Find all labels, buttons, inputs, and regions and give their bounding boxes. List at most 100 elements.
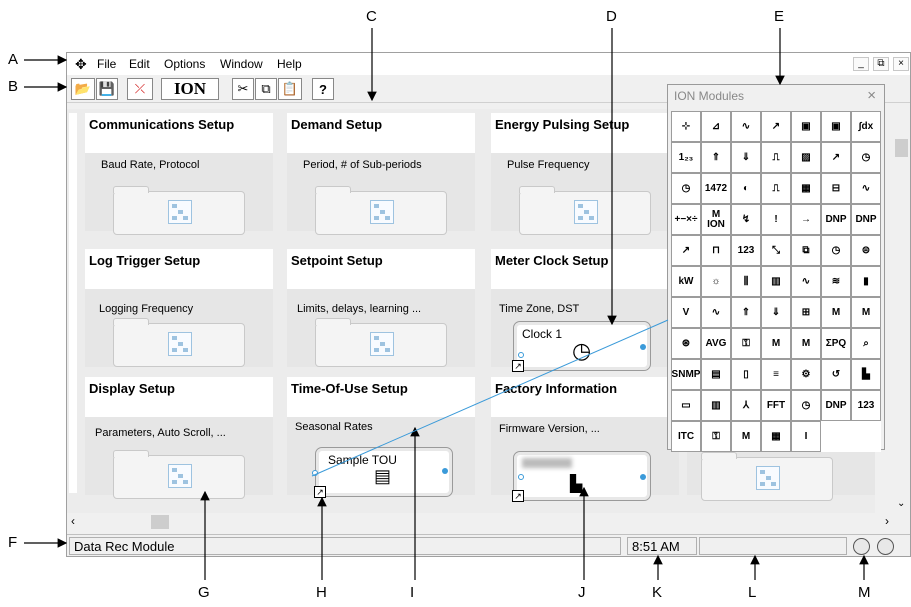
- folder-icon[interactable]: [315, 186, 447, 235]
- module-palette-icon[interactable]: ⌕: [851, 328, 881, 359]
- scroll-left-icon[interactable]: ‹: [71, 514, 75, 528]
- module-palette-icon[interactable]: V: [671, 297, 701, 328]
- factory-module[interactable]: ▙ ↗: [512, 451, 651, 502]
- card-energy-pulsing-setup[interactable]: Energy Pulsing Setup Pulse Frequency: [491, 113, 679, 235]
- module-palette-icon[interactable]: ◷: [671, 173, 701, 204]
- scroll-thumb[interactable]: [151, 515, 169, 529]
- module-palette-icon[interactable]: ▣: [791, 111, 821, 142]
- module-palette-icon[interactable]: ⇓: [761, 297, 791, 328]
- card-time-of-use-setup[interactable]: Time-Of-Use Setup Seasonal Rates Sample …: [287, 377, 475, 498]
- module-palette-icon[interactable]: M: [821, 297, 851, 328]
- module-palette-icon[interactable]: ⊜: [851, 235, 881, 266]
- module-palette-icon[interactable]: ⇓: [731, 142, 761, 173]
- module-palette-icon[interactable]: M: [761, 328, 791, 359]
- clock-module[interactable]: Clock 1 ◷ ↗: [512, 321, 651, 372]
- module-palette-icon[interactable]: ⊛: [671, 328, 701, 359]
- output-dot[interactable]: [640, 344, 646, 350]
- module-palette-icon[interactable]: M: [731, 421, 761, 452]
- disconnect-icon[interactable]: ⤫: [127, 78, 153, 100]
- module-palette-icon[interactable]: ≡: [761, 359, 791, 390]
- ion-logo-button[interactable]: ION: [161, 78, 219, 100]
- module-palette-icon[interactable]: ⚙: [791, 359, 821, 390]
- module-palette-icon[interactable]: →: [791, 204, 821, 235]
- module-palette-icon[interactable]: ⧉: [791, 235, 821, 266]
- module-palette-icon[interactable]: ◐: [731, 173, 761, 204]
- folder-icon[interactable]: [315, 318, 447, 367]
- module-palette-icon[interactable]: 123: [731, 235, 761, 266]
- module-palette-icon[interactable]: ◷: [851, 142, 881, 173]
- restore-button[interactable]: ⧉: [873, 57, 889, 71]
- module-palette-icon[interactable]: ▨: [791, 142, 821, 173]
- module-palette-icon[interactable]: ↺: [821, 359, 851, 390]
- menu-help[interactable]: Help: [277, 57, 302, 71]
- module-palette-icon[interactable]: DNP: [821, 204, 851, 235]
- copy-icon[interactable]: ⧉: [255, 78, 277, 100]
- module-palette-icon[interactable]: ▙: [851, 359, 881, 390]
- module-palette-icon[interactable]: ◷: [791, 390, 821, 421]
- module-palette-icon[interactable]: ⅄: [731, 390, 761, 421]
- module-palette-icon[interactable]: ∿: [791, 266, 821, 297]
- module-palette-icon[interactable]: ≋: [821, 266, 851, 297]
- output-dot[interactable]: [640, 474, 646, 480]
- card-communications-setup[interactable]: Communications Setup Baud Rate, Protocol: [85, 113, 273, 235]
- paste-icon[interactable]: 📋: [278, 78, 302, 100]
- module-palette-icon[interactable]: ⤡: [761, 235, 791, 266]
- module-palette-icon[interactable]: ▥: [761, 266, 791, 297]
- module-palette-icon[interactable]: ⇑: [701, 142, 731, 173]
- module-palette-icon[interactable]: 1₂₃: [671, 142, 701, 173]
- module-palette-icon[interactable]: ⇑: [731, 297, 761, 328]
- tou-module[interactable]: Sample TOU ▤ ↗: [312, 447, 453, 498]
- module-palette-icon[interactable]: ▭: [671, 390, 701, 421]
- card-factory-information[interactable]: Factory Information Firmware Version, ..…: [491, 377, 679, 502]
- card-setpoint-setup[interactable]: Setpoint Setup Limits, delays, learning …: [287, 249, 475, 367]
- module-palette-icon[interactable]: ↗: [671, 235, 701, 266]
- module-palette-icon[interactable]: ▥: [701, 390, 731, 421]
- module-palette-icon[interactable]: 1472: [701, 173, 731, 204]
- module-palette-icon[interactable]: ⊹: [671, 111, 701, 142]
- folder-icon[interactable]: [113, 318, 245, 367]
- folder-icon[interactable]: [519, 186, 651, 235]
- module-palette-icon[interactable]: ∿: [731, 111, 761, 142]
- module-palette-icon[interactable]: ▤: [701, 359, 731, 390]
- module-palette-icon[interactable]: ΣPQ: [821, 328, 851, 359]
- module-palette-icon[interactable]: ⎍: [761, 173, 791, 204]
- module-palette-icon[interactable]: I: [791, 421, 821, 452]
- module-palette-icon[interactable]: DNP: [821, 390, 851, 421]
- module-palette-icon[interactable]: ↗: [761, 111, 791, 142]
- card-demand-setup[interactable]: Demand Setup Period, # of Sub-periods: [287, 113, 475, 235]
- module-palette-icon[interactable]: ↯: [731, 204, 761, 235]
- module-palette-icon[interactable]: ▮: [851, 266, 881, 297]
- menu-file[interactable]: File: [97, 57, 117, 71]
- module-palette-icon[interactable]: ⫼: [731, 266, 761, 297]
- module-palette-icon[interactable]: ▣: [821, 111, 851, 142]
- module-palette-icon[interactable]: ⚿: [731, 328, 761, 359]
- module-palette-icon[interactable]: ⎍: [761, 142, 791, 173]
- module-palette-icon[interactable]: ⊿: [701, 111, 731, 142]
- open-folder-icon[interactable]: 📂: [71, 78, 95, 100]
- app-icon[interactable]: ✥: [75, 56, 87, 72]
- module-palette-icon[interactable]: ↗: [821, 142, 851, 173]
- scroll-down-icon[interactable]: ⌄: [897, 498, 906, 509]
- menu-edit[interactable]: Edit: [129, 57, 150, 71]
- module-palette-icon[interactable]: M: [791, 328, 821, 359]
- module-palette-icon[interactable]: ⚿: [701, 421, 731, 452]
- palette-close-icon[interactable]: ×: [867, 87, 876, 104]
- vertical-scrollbar[interactable]: ⌄: [893, 109, 910, 513]
- module-palette-icon[interactable]: 123: [851, 390, 881, 421]
- module-palette-icon[interactable]: +−×÷: [671, 204, 701, 235]
- module-palette-icon[interactable]: ◷: [821, 235, 851, 266]
- module-palette-icon[interactable]: ▯: [731, 359, 761, 390]
- folder-icon[interactable]: [113, 450, 245, 499]
- module-palette-icon[interactable]: FFT: [761, 390, 791, 421]
- folder-icon[interactable]: [113, 186, 245, 235]
- module-palette-icon[interactable]: M ION: [701, 204, 731, 235]
- input-dot[interactable]: [518, 474, 524, 480]
- module-palette-icon[interactable]: DNP: [851, 204, 881, 235]
- module-palette-icon[interactable]: ▦: [791, 173, 821, 204]
- module-palette-icon[interactable]: ⊓: [701, 235, 731, 266]
- module-palette-icon[interactable]: ▦: [761, 421, 791, 452]
- module-palette-icon[interactable]: SNMP: [671, 359, 701, 390]
- card-meter-clock-setup[interactable]: Meter Clock Setup Time Zone, DST Clock 1…: [491, 249, 679, 372]
- close-button[interactable]: ×: [893, 57, 909, 71]
